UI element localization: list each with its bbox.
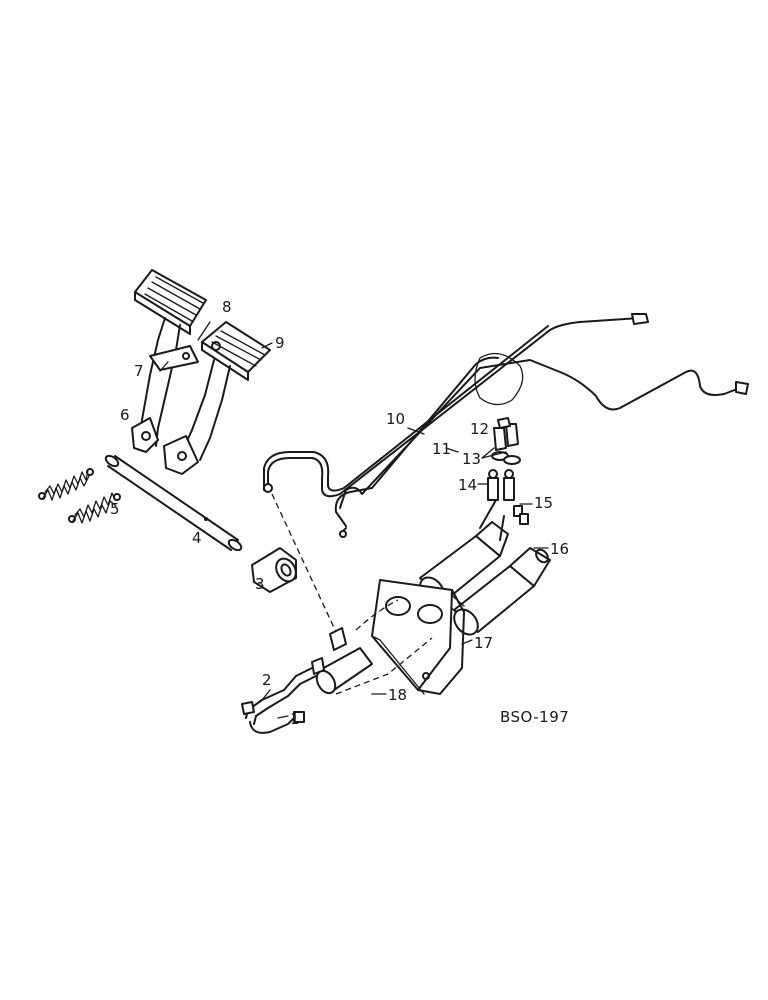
callout-18: 18 xyxy=(388,686,407,704)
callout-2: 2 xyxy=(262,671,272,689)
mounting-bracket xyxy=(371,579,465,695)
cross-shaft xyxy=(104,454,243,552)
callout-7: 7 xyxy=(134,362,144,380)
callout-11: 11 xyxy=(432,440,451,458)
callout-10: 10 xyxy=(386,410,405,428)
callout-13: 13 xyxy=(462,450,481,468)
leader-lines xyxy=(159,321,549,719)
callout-17: 17 xyxy=(474,634,493,652)
bushing xyxy=(251,547,297,593)
callout-3: 3 xyxy=(255,575,265,593)
drawing-code: BSO-197 xyxy=(500,708,569,726)
fittings xyxy=(487,417,529,525)
callout-9: 9 xyxy=(275,334,285,352)
callout-5: 5 xyxy=(110,500,120,518)
return-springs xyxy=(38,468,121,524)
callout-labels: 1 2 3 4 5 6 7 8 9 10 11 12 13 14 15 16 1… xyxy=(110,298,569,728)
callout-12: 12 xyxy=(470,420,489,438)
leader-dashed-lines xyxy=(271,493,433,695)
callout-8: 8 xyxy=(222,298,232,316)
callout-4: 4 xyxy=(192,529,202,547)
pedal-assembly xyxy=(131,269,271,475)
callout-15: 15 xyxy=(534,494,553,512)
brake-pipes xyxy=(263,313,749,538)
valve-and-hose xyxy=(241,627,373,734)
callout-1: 1 xyxy=(290,710,300,728)
callout-14: 14 xyxy=(458,476,477,494)
callout-16: 16 xyxy=(550,540,569,558)
callout-6: 6 xyxy=(120,406,130,424)
